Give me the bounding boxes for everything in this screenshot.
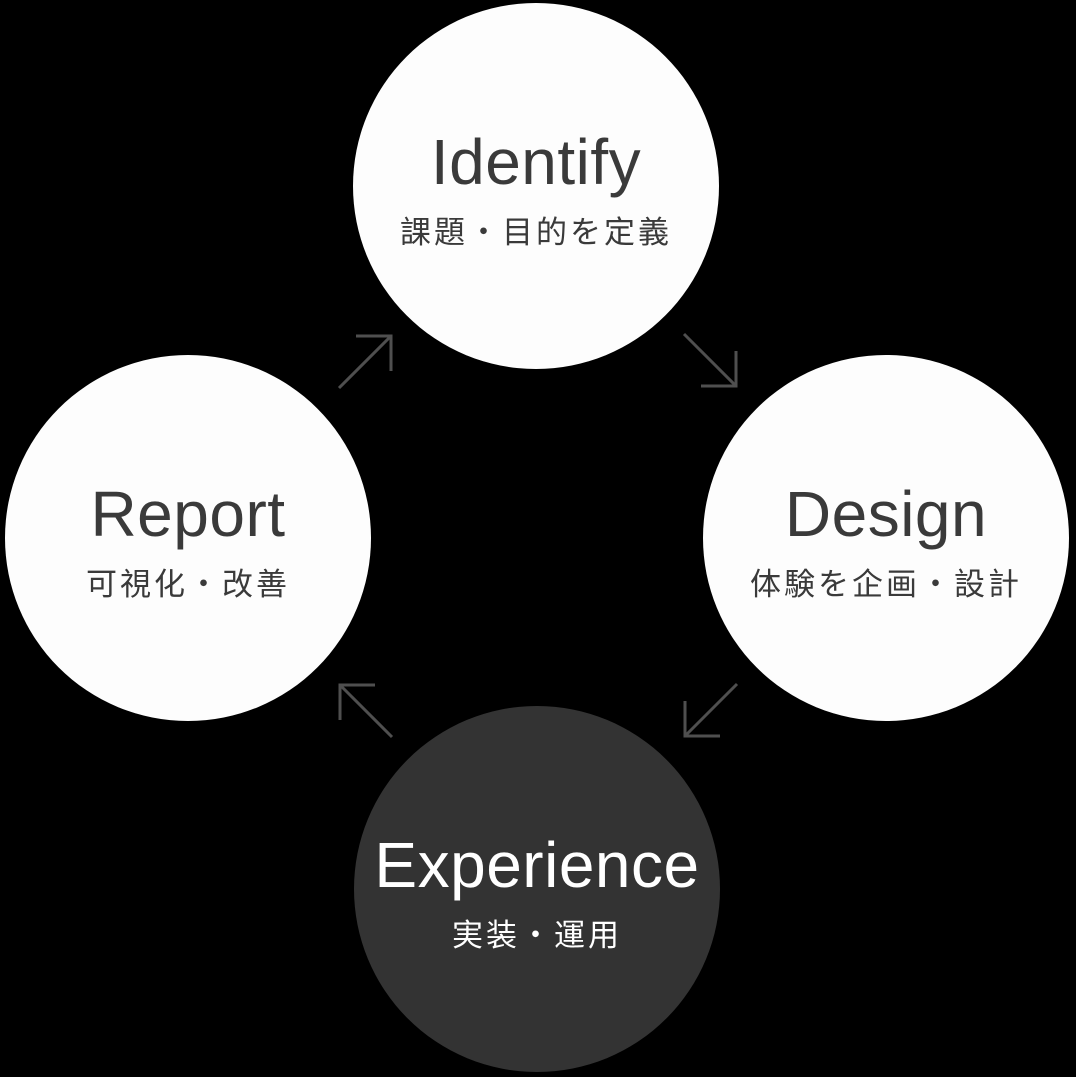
node-report-subtitle: 可視化・改善	[86, 567, 290, 603]
node-experience: Experience 実装・運用	[354, 706, 720, 1072]
node-design: Design 体験を企画・設計	[703, 355, 1069, 721]
arrow-identify-to-design-icon	[681, 331, 739, 389]
node-experience-title: Experience	[374, 829, 700, 902]
node-design-subtitle: 体験を企画・設計	[750, 567, 1022, 603]
node-identify: Identify 課題・目的を定義	[353, 3, 719, 369]
node-experience-subtitle: 実装・運用	[452, 918, 622, 954]
arrow-report-to-identify-icon	[336, 333, 394, 391]
node-design-title: Design	[784, 478, 988, 551]
node-identify-title: Identify	[430, 126, 642, 199]
node-report-title: Report	[90, 478, 286, 551]
arrow-design-to-experience-icon	[682, 681, 740, 739]
arrow-experience-to-report-icon	[337, 682, 395, 740]
node-identify-subtitle: 課題・目的を定義	[400, 215, 672, 251]
node-report: Report 可視化・改善	[5, 355, 371, 721]
